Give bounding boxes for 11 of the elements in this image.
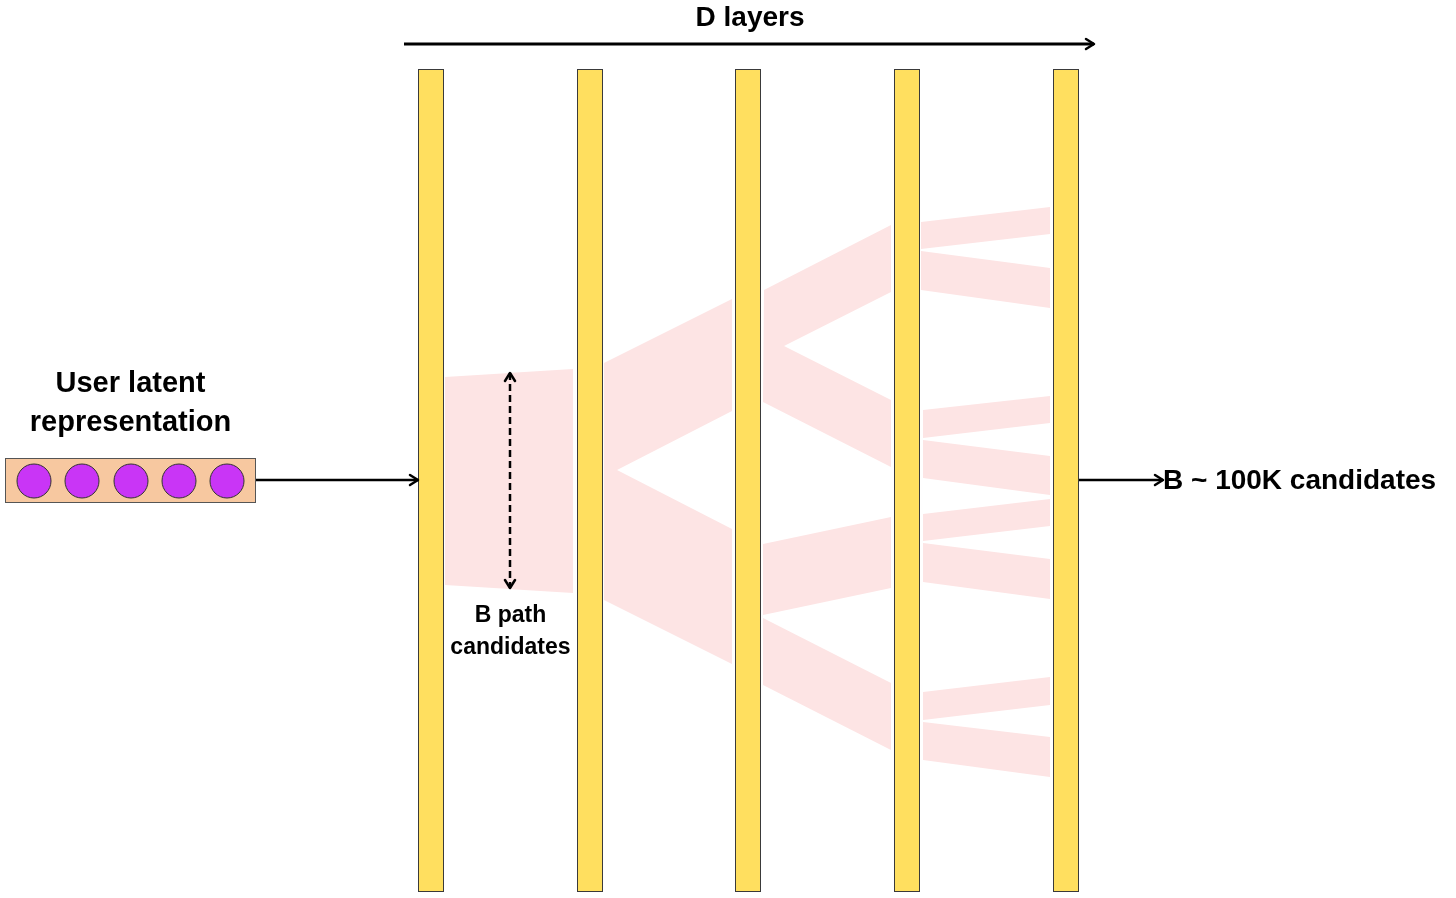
layer-bar	[1053, 69, 1079, 892]
layer-bar	[894, 69, 920, 892]
layer-bar	[418, 69, 444, 892]
layer-bar	[735, 69, 761, 892]
output-label: B ~ 100K candidates	[1163, 462, 1449, 498]
dimension-label: B path candidates	[449, 600, 572, 661]
arrow	[256, 473, 420, 487]
vector-heading: User latent representation	[28, 365, 233, 439]
axis-title: D layers	[694, 0, 806, 34]
arrow	[1079, 473, 1165, 487]
layer-bar	[577, 69, 603, 892]
